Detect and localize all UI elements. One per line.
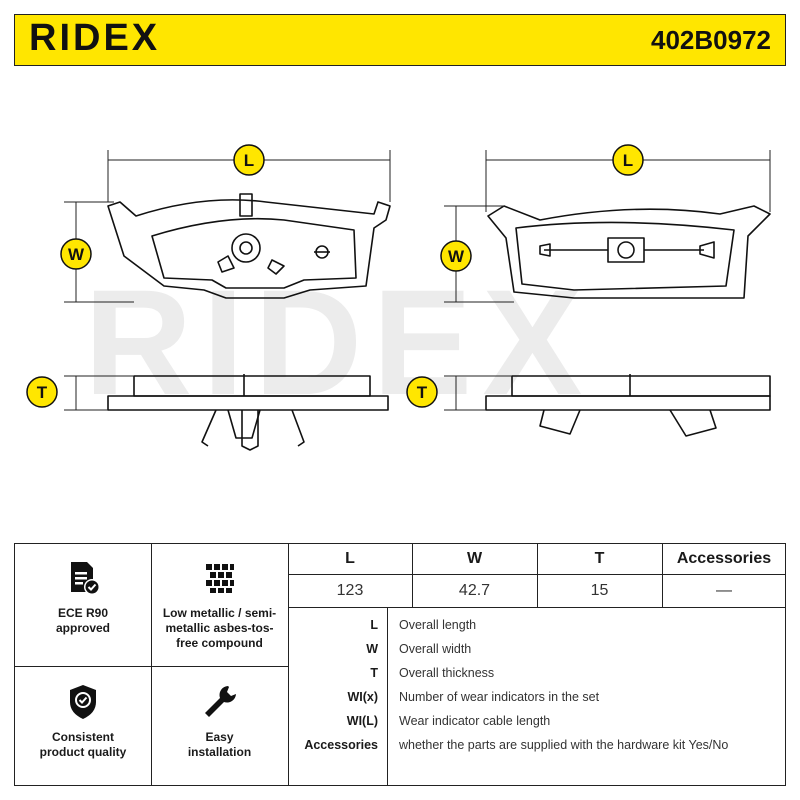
spec-value-length: 123 [336, 582, 364, 599]
left-pad-outline [107, 199, 391, 299]
legend-text-t: Overall thickness [399, 666, 495, 680]
left-pad-side [133, 375, 371, 397]
badge-width-right: W [448, 247, 465, 266]
spec-header-thickness: T [594, 550, 605, 567]
pattern-icon [205, 564, 234, 593]
badge-length-right: L [623, 151, 633, 170]
badge-width-left: W [68, 245, 85, 264]
feature-quality: Consistent product quality [15, 682, 151, 786]
spec-header-width: W [466, 550, 483, 567]
feature-installation: Easy installation [151, 682, 288, 786]
wrench-icon [204, 686, 236, 717]
dimension-badges [26, 144, 644, 408]
legend-text-wil: Wear indicator cable length [399, 714, 551, 728]
part-number: 402B0972 [651, 25, 771, 55]
legend-text-l: Overall length [399, 618, 477, 632]
shield-check-icon [70, 685, 96, 719]
legend-key-accessories: Accessories [304, 738, 378, 752]
spec-value-accessories: — [716, 582, 732, 599]
legend-key-t: T [370, 666, 378, 680]
feature-compound: Low metallic / semi-metallic asbes-tos-f… [151, 558, 288, 666]
right-pad-outline [487, 205, 771, 299]
spec-value-width: 42.7 [458, 582, 491, 599]
spec-table: ECE R90 approved Low metallic / semi-met… [14, 543, 786, 786]
legend-text-wix: Number of wear indicators in the set [399, 690, 600, 704]
legend-text-accessories: whether the parts are supplied with the … [399, 738, 729, 752]
spec-header-accessories: Accessories [676, 550, 772, 567]
legend-key-w: W [366, 642, 378, 656]
legend-text-w: Overall width [399, 642, 472, 656]
spec-value-thickness: 15 [590, 582, 609, 599]
feature-ece: ECE R90 approved [15, 558, 151, 666]
document-check-icon [71, 562, 100, 595]
right-pad-side [511, 375, 771, 397]
legend-key-l: L [370, 618, 378, 632]
badge-length-left: L [244, 151, 254, 170]
legend-key-wix: WI(x) [347, 690, 378, 704]
badge-thickness-right: T [417, 383, 428, 402]
brand-header: RIDEX 402B0972 [14, 14, 786, 66]
badge-thickness-left: T [37, 383, 48, 402]
legend-key-wil: WI(L) [346, 714, 378, 728]
brand-logo: RIDEX [29, 17, 161, 59]
spec-header-length: L [345, 550, 355, 567]
brake-pad-drawing: L L W W T T [26, 144, 771, 451]
technical-drawing: RIDEX [14, 66, 786, 540]
